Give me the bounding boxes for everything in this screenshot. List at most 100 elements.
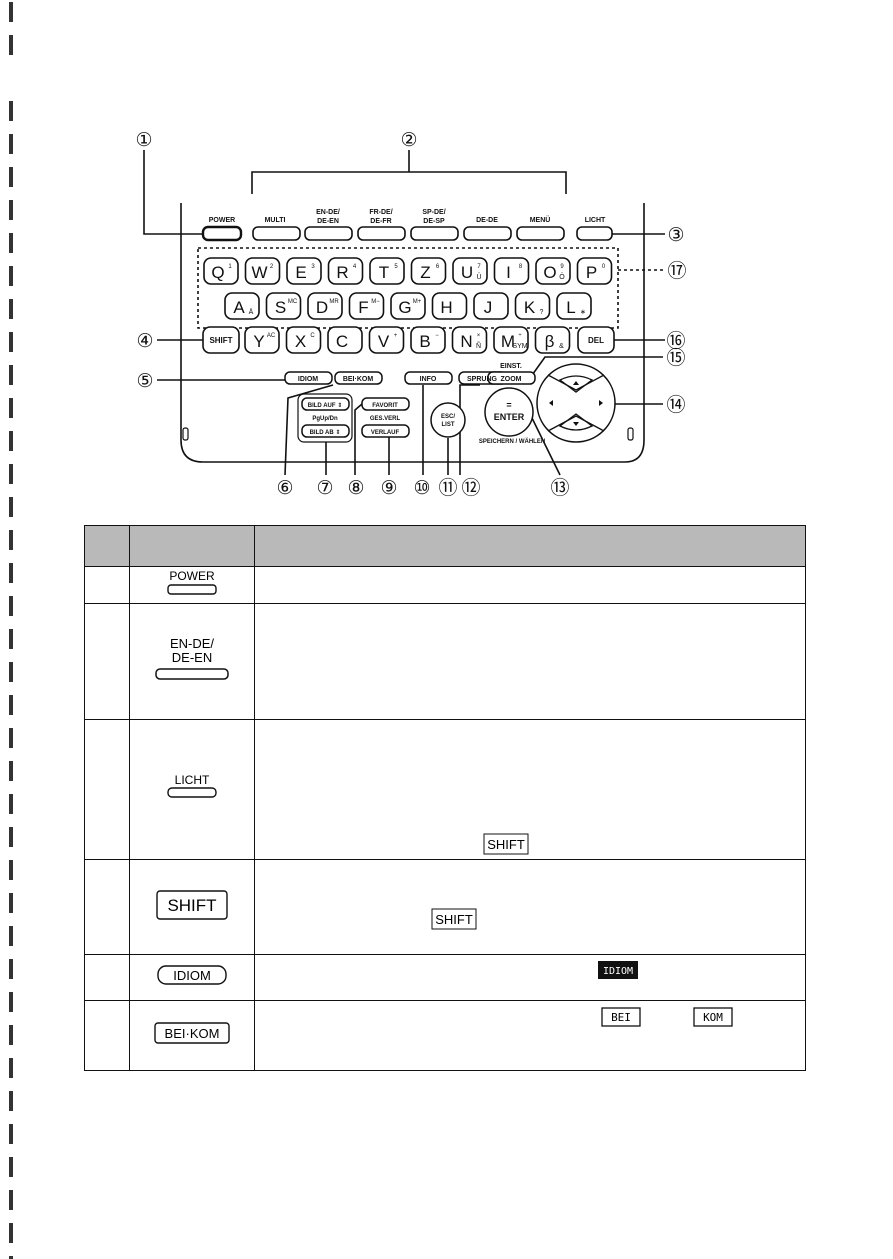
letter-key-sub: & [559,343,564,350]
favorit-key[interactable] [361,397,410,411]
cursor-pad[interactable] [536,363,616,443]
en-de-key[interactable] [304,226,353,241]
letter-key-h[interactable]: H [431,292,468,320]
enter-key[interactable] [484,387,534,437]
letter-key-β[interactable]: β& [534,326,571,354]
letter-key-sub: ? [540,309,544,316]
letter-key-main: F [358,298,368,317]
letter-key-k[interactable]: K? [514,292,551,320]
cut-mark [9,134,13,154]
letter-key-main: X [295,332,306,351]
cursor-pad-arrows [547,374,605,432]
cut-mark [9,1025,13,1045]
shift-key[interactable] [202,326,240,354]
info-key[interactable] [404,371,453,385]
zoom-key[interactable] [487,371,536,385]
letter-key-sup: MC [288,299,298,305]
beikom-key[interactable] [334,371,383,385]
verlauf-key[interactable] [361,424,410,438]
letter-key-b[interactable]: B− [410,326,446,354]
multi-key[interactable] [252,226,301,241]
fr-de-key[interactable] [357,226,406,241]
arrow-down-icon[interactable] [573,422,579,426]
cut-mark [9,167,13,187]
letter-key-m[interactable]: M÷SYM [493,326,529,354]
shift-label: SHIFT [209,336,232,345]
enter-label: ENTER [494,412,525,422]
letter-key-v[interactable]: V+ [368,326,405,354]
letter-key-sup: 4 [353,264,357,270]
letter-key-n[interactable]: N×Ñ [451,326,488,354]
verlauf-label: VERLAUF [371,430,400,436]
leader-1 [143,150,205,235]
letter-key-sup: MR [329,299,339,305]
leader-13 [531,417,561,476]
licht-key[interactable] [576,226,613,241]
beikom-key-icon: BEI·KOM [154,1022,230,1044]
letter-key-sup: C [310,333,315,339]
de-de-key[interactable] [463,226,512,241]
table-row: IDIOM IDIOM [84,954,806,1001]
arrow-right-icon[interactable] [599,400,603,406]
zoom-label: ZOOM [501,376,522,383]
letter-key-j[interactable]: J [473,292,509,320]
letter-key-main: P [586,263,597,282]
header-cell-key [129,525,255,567]
esc-list-key[interactable] [430,402,466,438]
del-key[interactable] [577,326,615,354]
svg-text:SHIFT: SHIFT [167,896,216,915]
bracket-2 [251,150,567,194]
svg-text:IDIOM: IDIOM [173,968,211,983]
letter-key-main: Z [420,263,430,282]
letter-key-sup: M− [371,299,380,305]
binding-marks [9,2,13,1259]
letter-key-main: G [398,298,411,317]
cut-mark [9,332,13,352]
callout-7: ⑦ [316,478,333,499]
cut-mark [9,365,13,385]
arrow-left-icon[interactable] [549,400,553,406]
letter-key-main: K [524,298,536,317]
letter-key-main: E [295,263,306,282]
sp-de-key[interactable] [410,226,459,241]
cut-mark [9,662,13,682]
letter-key-sup: 6 [436,264,440,270]
label-menu: MENÜ [530,215,551,224]
callout-2: ② [400,130,417,151]
letter-key-c[interactable]: C [327,326,363,354]
power-key[interactable] [201,225,243,242]
svg-text:LICHT: LICHT [175,773,210,787]
arrow-up-icon[interactable] [573,381,579,385]
letter-key-sup: ÷ [518,333,522,339]
svg-text:SHIFT: SHIFT [487,837,525,852]
letter-key-main: S [275,298,286,317]
idiom-key[interactable] [284,371,333,385]
bild-auf-key[interactable] [301,397,350,411]
cut-mark [9,233,13,253]
gesverl-label: GES.VERL [370,416,401,422]
letter-key-main: B [419,332,430,351]
cut-mark [9,101,13,121]
callout-5: ⑤ [136,371,153,392]
letter-key-main: O [543,263,556,282]
bild-ab-key[interactable] [301,424,350,438]
menu-key[interactable] [516,226,565,241]
letter-key-l[interactable]: L∗ [556,292,592,320]
